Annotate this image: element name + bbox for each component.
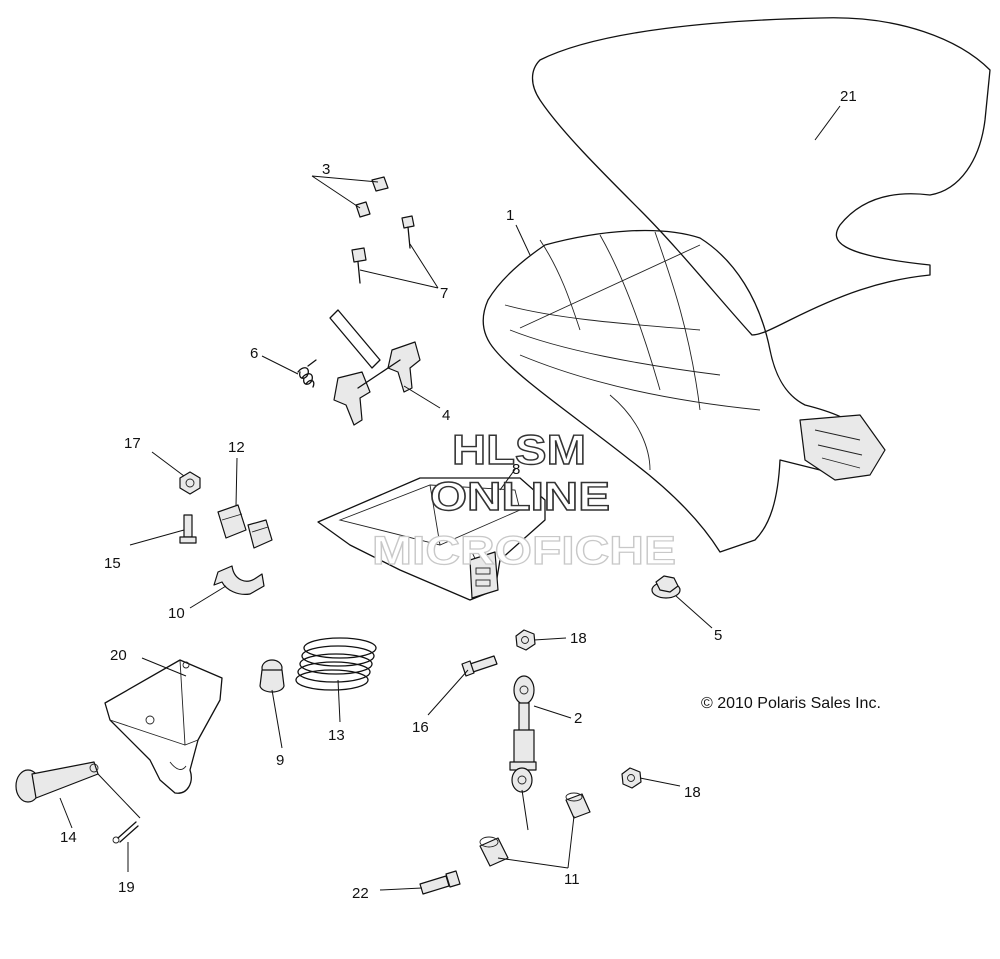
part-16-bolt bbox=[461, 655, 498, 677]
part-18b-nut bbox=[621, 767, 642, 789]
part-13-coil-spring bbox=[295, 637, 377, 691]
part-4-latch-lever bbox=[329, 309, 421, 426]
callout-13: 13 bbox=[328, 727, 345, 744]
part-3-clips bbox=[355, 176, 389, 218]
part-5-flange-nut bbox=[651, 575, 681, 599]
part-12-clamp bbox=[217, 504, 273, 549]
leader-lines bbox=[60, 105, 841, 891]
part-9-bumper bbox=[259, 659, 285, 693]
callout-1: 1 bbox=[506, 207, 514, 224]
callout-16: 16 bbox=[412, 719, 429, 736]
part-21-seat-cover bbox=[531, 17, 991, 336]
callout-22: 22 bbox=[352, 885, 369, 902]
watermark-line3: MICROFICHE bbox=[372, 529, 676, 573]
part-20-bracket-plate bbox=[104, 659, 223, 794]
callout-labels: 21 1 3 7 6 4 8 17 12 15 10 5 18 20 2 16 … bbox=[60, 88, 857, 902]
callout-14: 14 bbox=[60, 829, 77, 846]
part-22-bolt bbox=[419, 870, 461, 895]
callout-15: 15 bbox=[104, 555, 121, 572]
watermark-line1: HLSM bbox=[452, 426, 586, 473]
watermark: MICROFICHE ONLINE HLSM bbox=[371, 425, 676, 573]
callout-8: 8 bbox=[512, 461, 520, 478]
callout-18b: 18 bbox=[684, 784, 701, 801]
part-6-spring bbox=[297, 359, 317, 388]
callout-20: 20 bbox=[110, 647, 127, 664]
callout-21: 21 bbox=[840, 88, 857, 105]
callout-18a: 18 bbox=[570, 630, 587, 647]
part-14-pivot-pin bbox=[15, 761, 99, 803]
part-1-seat-base bbox=[482, 229, 886, 553]
part-17-nut bbox=[179, 471, 201, 495]
callout-2: 2 bbox=[574, 710, 582, 727]
part-19-cotter-pin bbox=[112, 821, 139, 844]
watermark-line2: ONLINE bbox=[430, 475, 610, 519]
callout-17: 17 bbox=[124, 435, 141, 452]
callout-7: 7 bbox=[440, 285, 448, 302]
part-7-pins bbox=[351, 215, 415, 284]
callout-10: 10 bbox=[168, 605, 185, 622]
callout-6: 6 bbox=[250, 345, 258, 362]
callout-11: 11 bbox=[564, 871, 580, 888]
callout-4: 4 bbox=[442, 407, 450, 424]
part-18a-nut bbox=[515, 629, 536, 651]
callout-12: 12 bbox=[228, 439, 245, 456]
copyright-notice: © 2010 Polaris Sales Inc. bbox=[701, 695, 881, 712]
part-11-bushings bbox=[479, 792, 591, 867]
part-15-bolt bbox=[179, 514, 197, 544]
callout-9: 9 bbox=[276, 752, 284, 769]
callout-3: 3 bbox=[322, 161, 330, 178]
callout-5: 5 bbox=[714, 627, 722, 644]
part-8-storage-tray bbox=[317, 477, 546, 601]
part-10-bracket bbox=[213, 565, 265, 595]
part-2-shock-absorber bbox=[509, 675, 537, 793]
callout-19: 19 bbox=[118, 879, 135, 896]
